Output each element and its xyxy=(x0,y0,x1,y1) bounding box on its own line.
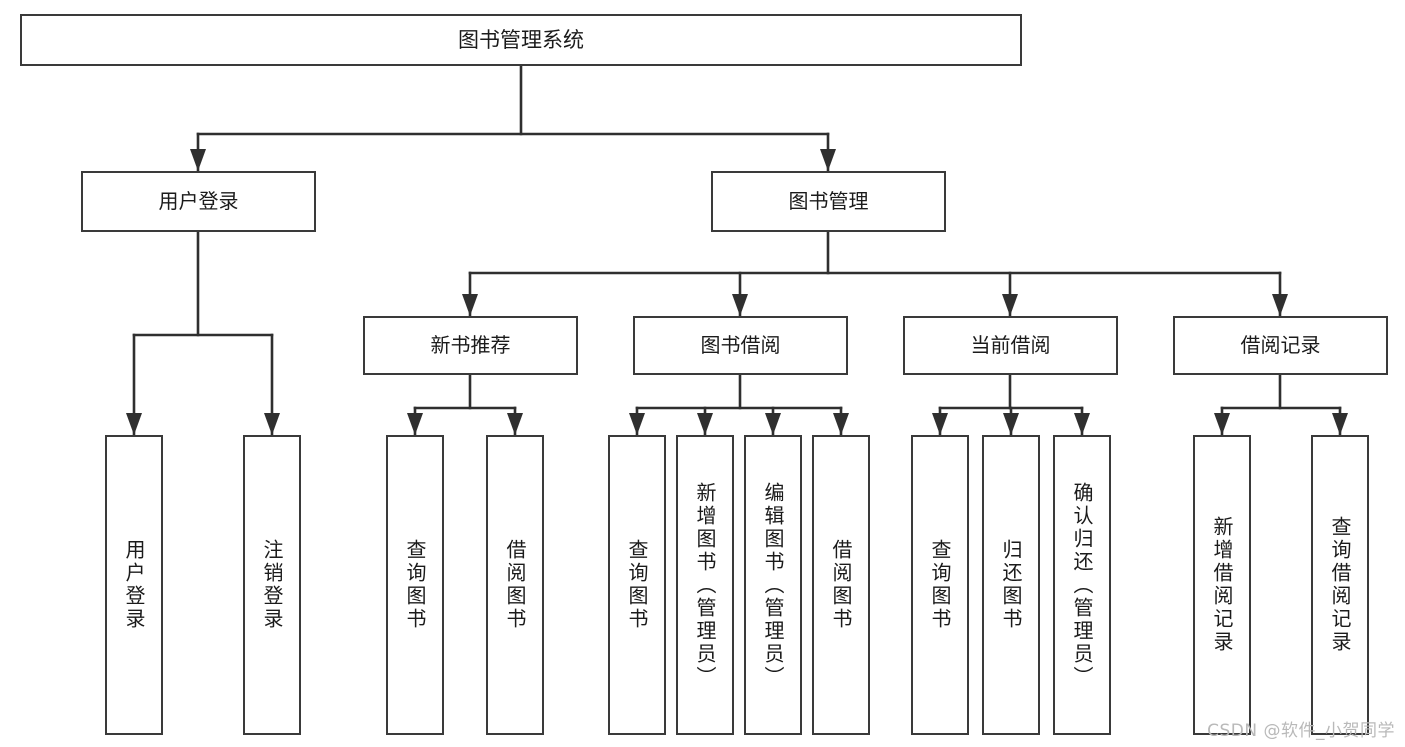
connector-arrowhead-current-borrow-to-leaves-2 xyxy=(1074,413,1090,435)
node-leaf-edit-book-admin[interactable]: 编辑图书（管理员） xyxy=(744,435,802,735)
connector-arrowhead-current-borrow-to-leaves-0 xyxy=(932,413,948,435)
node-leaf-query-book-2[interactable]: 查询图书 xyxy=(608,435,666,735)
node-leaf-add-borrow-record[interactable]: 新增借阅记录 xyxy=(1193,435,1251,735)
connector-arrowhead-book-borrow-to-leaves-1 xyxy=(697,413,713,435)
connector-arrowhead-book-manage-to-level3-0 xyxy=(462,294,478,316)
node-label-root: 图书管理系统 xyxy=(458,27,584,52)
connector-arrowhead-book-manage-to-level3-1 xyxy=(732,294,748,316)
node-label-book-borrow: 图书借阅 xyxy=(700,332,781,357)
node-label-current-borrow: 当前借阅 xyxy=(970,332,1051,357)
node-leaf-borrow-book-1[interactable]: 借阅图书 xyxy=(486,435,544,735)
node-label-book-manage: 图书管理 xyxy=(788,188,869,213)
node-label-leaf-logout: 注销登录 xyxy=(260,539,284,631)
connector-arrowhead-new-book-recommend-to-leaves-0 xyxy=(407,413,423,435)
connector-arrowhead-book-borrow-to-leaves-3 xyxy=(833,413,849,435)
node-label-leaf-confirm-return-admin: 确认归还（管理员） xyxy=(1070,481,1094,689)
node-book-borrow[interactable]: 图书借阅 xyxy=(633,316,848,375)
connector-arrowhead-root-to-level2-1 xyxy=(820,149,836,171)
node-current-borrow[interactable]: 当前借阅 xyxy=(903,316,1118,375)
node-label-leaf-query-book-3: 查询图书 xyxy=(928,539,952,631)
node-leaf-logout[interactable]: 注销登录 xyxy=(243,435,301,735)
node-leaf-query-book-1[interactable]: 查询图书 xyxy=(386,435,444,735)
node-leaf-query-borrow-record[interactable]: 查询借阅记录 xyxy=(1311,435,1369,735)
node-book-manage[interactable]: 图书管理 xyxy=(711,171,946,232)
node-label-leaf-borrow-book-2: 借阅图书 xyxy=(829,539,853,631)
connector-arrowhead-user-login-to-leaves-0 xyxy=(126,413,142,435)
node-label-leaf-query-book-2: 查询图书 xyxy=(625,539,649,631)
node-borrow-record[interactable]: 借阅记录 xyxy=(1173,316,1388,375)
node-label-leaf-edit-book-admin: 编辑图书（管理员） xyxy=(761,481,785,689)
node-label-leaf-query-book-1: 查询图书 xyxy=(403,539,427,631)
node-label-user-login: 用户登录 xyxy=(158,188,239,213)
node-label-leaf-borrow-book-1: 借阅图书 xyxy=(503,539,527,631)
connector-arrowhead-user-login-to-leaves-1 xyxy=(264,413,280,435)
node-new-book-recommend[interactable]: 新书推荐 xyxy=(363,316,578,375)
node-leaf-confirm-return-admin[interactable]: 确认归还（管理员） xyxy=(1053,435,1111,735)
connector-arrowhead-book-borrow-to-leaves-0 xyxy=(629,413,645,435)
node-label-leaf-add-book-admin: 新增图书（管理员） xyxy=(693,481,717,689)
node-leaf-borrow-book-2[interactable]: 借阅图书 xyxy=(812,435,870,735)
node-label-leaf-return-book: 归还图书 xyxy=(999,539,1023,631)
node-leaf-query-book-3[interactable]: 查询图书 xyxy=(911,435,969,735)
node-label-leaf-user-login: 用户登录 xyxy=(122,539,146,631)
node-leaf-return-book[interactable]: 归还图书 xyxy=(982,435,1040,735)
connector-arrowhead-current-borrow-to-leaves-1 xyxy=(1003,413,1019,435)
node-label-leaf-add-borrow-record: 新增借阅记录 xyxy=(1210,516,1234,654)
connector-arrowhead-borrow-record-to-leaves-1 xyxy=(1332,413,1348,435)
node-leaf-add-book-admin[interactable]: 新增图书（管理员） xyxy=(676,435,734,735)
node-label-borrow-record: 借阅记录 xyxy=(1240,332,1321,357)
connector-arrowhead-book-manage-to-level3-3 xyxy=(1272,294,1288,316)
connector-arrowhead-book-manage-to-level3-2 xyxy=(1002,294,1018,316)
node-label-leaf-query-borrow-record: 查询借阅记录 xyxy=(1328,516,1352,654)
node-user-login[interactable]: 用户登录 xyxy=(81,171,316,232)
node-leaf-user-login[interactable]: 用户登录 xyxy=(105,435,163,735)
node-label-new-book-recommend: 新书推荐 xyxy=(430,332,511,357)
connector-arrowhead-book-borrow-to-leaves-2 xyxy=(765,413,781,435)
connector-arrowhead-root-to-level2-0 xyxy=(190,149,206,171)
connector-arrowhead-borrow-record-to-leaves-0 xyxy=(1214,413,1230,435)
node-root[interactable]: 图书管理系统 xyxy=(20,14,1022,66)
connector-arrowhead-new-book-recommend-to-leaves-1 xyxy=(507,413,523,435)
